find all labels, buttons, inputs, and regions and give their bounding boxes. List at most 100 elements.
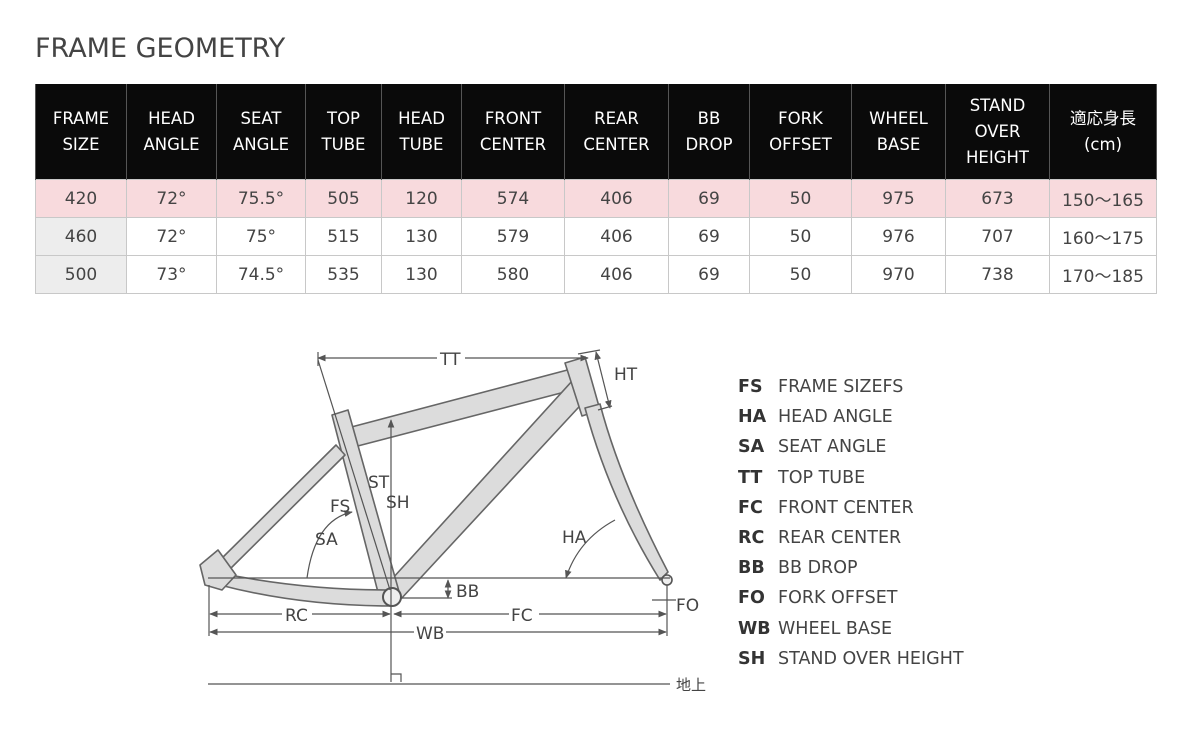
- table-cell: 406: [564, 179, 669, 218]
- table-row: 420 72° 75.5° 505 120 574 406 69 50 975 …: [35, 179, 1157, 218]
- legend-abbr: BB: [738, 558, 765, 579]
- table-cell: 69: [668, 217, 750, 256]
- table-cell: 535: [305, 255, 382, 294]
- label-wb: WB: [416, 624, 444, 644]
- legend-abbr: RC: [738, 527, 765, 548]
- header-fork-offset: FORK OFFSET: [749, 84, 852, 180]
- table-cell: 170〜185: [1049, 255, 1157, 294]
- legend-abbr: FO: [738, 588, 765, 609]
- table-cell: 574: [461, 179, 565, 218]
- header-wheel-base: WHEEL BASE: [851, 84, 946, 180]
- legend-item: SA SEAT ANGLE: [738, 432, 964, 462]
- header-stand-over-height: STAND OVER HEIGHT: [945, 84, 1050, 180]
- label-ht: HT: [614, 365, 638, 385]
- geometry-table: FRAME SIZE HEAD ANGLE SEAT ANGLE TOP TUB…: [35, 84, 1157, 294]
- table-cell: 160〜175: [1049, 217, 1157, 256]
- label-tt: TT: [439, 350, 461, 370]
- table-cell: 580: [461, 255, 565, 294]
- header-rider-height: 適応身長 (cm): [1049, 84, 1157, 180]
- legend-text: HEAD ANGLE: [778, 407, 893, 428]
- legend-text: STAND OVER HEIGHT: [778, 648, 964, 669]
- table-cell: 50: [749, 217, 852, 256]
- front-axle-shape: [661, 574, 673, 586]
- rear-dropout-shape: [199, 549, 237, 591]
- table-cell: 500: [35, 255, 127, 294]
- label-bb: BB: [456, 582, 479, 602]
- legend-abbr: SA: [738, 437, 765, 458]
- legend-item: RC REAR CENTER: [738, 523, 964, 553]
- table-cell: 150〜165: [1049, 179, 1157, 218]
- header-head-angle: HEAD ANGLE: [126, 84, 217, 180]
- legend-item: WB WHEEL BASE: [738, 614, 964, 644]
- table-cell: 130: [381, 255, 462, 294]
- legend-text: WHEEL BASE: [778, 618, 893, 639]
- table-cell: 505: [305, 179, 382, 218]
- table-row: 500 73° 74.5° 535 130 580 406 69 50 970 …: [35, 255, 1157, 294]
- legend-abbr: TT: [738, 467, 763, 488]
- legend-item: FC FRONT CENTER: [738, 493, 964, 523]
- header-front-center: FRONT CENTER: [461, 84, 565, 180]
- bottom-bracket-shape: [382, 587, 402, 607]
- label-fs: FS: [330, 497, 350, 517]
- header-head-tube: HEAD TUBE: [381, 84, 462, 180]
- label-st: ST: [368, 473, 390, 493]
- header-bb-drop: BB DROP: [668, 84, 750, 180]
- table-cell: 579: [461, 217, 565, 256]
- table-cell: 73°: [126, 255, 217, 294]
- table-row: 460 72° 75° 515 130 579 406 69 50 976 70…: [35, 217, 1157, 256]
- header-rear-center: REAR CENTER: [564, 84, 669, 180]
- table-cell: 74.5°: [216, 255, 306, 294]
- header-top-tube: TOP TUBE: [305, 84, 382, 180]
- legend-text: FORK OFFSET: [778, 588, 898, 609]
- table-cell: 975: [851, 179, 946, 218]
- table-cell: 50: [749, 255, 852, 294]
- seat-stay-shape: [211, 444, 346, 578]
- table-cell: 69: [668, 255, 750, 294]
- table-cell: 515: [305, 217, 382, 256]
- label-fo: FO: [676, 596, 699, 616]
- legend-abbr: WB: [738, 618, 771, 639]
- legend-text: FRONT CENTER: [778, 497, 914, 518]
- table-cell: 72°: [126, 179, 217, 218]
- table-cell: 72°: [126, 217, 217, 256]
- table-cell: 406: [564, 217, 669, 256]
- table-cell: 420: [35, 179, 127, 218]
- table-header-row: FRAME SIZE HEAD ANGLE SEAT ANGLE TOP TUB…: [35, 84, 1157, 180]
- legend-item: FO FORK OFFSET: [738, 583, 964, 613]
- legend-item: FS FRAME SIZEFS: [738, 372, 964, 402]
- table-cell: 69: [668, 179, 750, 218]
- label-sa: SA: [315, 530, 338, 550]
- label-rc: RC: [285, 606, 308, 626]
- label-fc: FC: [511, 606, 533, 626]
- label-ground: 地上: [676, 676, 706, 694]
- legend-text: SEAT ANGLE: [778, 437, 887, 458]
- fork-shape: [584, 403, 669, 581]
- table-cell: 406: [564, 255, 669, 294]
- legend-text: REAR CENTER: [778, 527, 902, 548]
- legend-item: SH STAND OVER HEIGHT: [738, 644, 964, 674]
- legend-abbr: FS: [738, 377, 763, 397]
- table-cell: 673: [945, 179, 1050, 218]
- table-cell: 970: [851, 255, 946, 294]
- table-cell: 976: [851, 217, 946, 256]
- header-seat-angle: SEAT ANGLE: [216, 84, 306, 180]
- table-cell: 75°: [216, 217, 306, 256]
- header-frame-size: FRAME SIZE: [35, 84, 127, 180]
- legend-text: FRAME SIZEFS: [778, 377, 904, 397]
- table-cell: 50: [749, 179, 852, 218]
- legend: FS FRAME SIZEFS HA HEAD ANGLE SA SEAT ANGLE…: [738, 372, 964, 674]
- legend-abbr: SH: [738, 648, 766, 669]
- legend-item: TT TOP TUBE: [738, 463, 964, 493]
- table-cell: 707: [945, 217, 1050, 256]
- table-cell: 130: [381, 217, 462, 256]
- table-cell: 120: [381, 179, 462, 218]
- frame-geometry-diagram: TT HT ST SH FS SA HA BB RC WB FC FO 地上: [199, 348, 706, 694]
- legend-abbr: HA: [738, 407, 767, 428]
- table-cell: 738: [945, 255, 1050, 294]
- label-ha: HA: [562, 528, 587, 548]
- legend-text: TOP TUBE: [778, 467, 866, 488]
- table-cell: 460: [35, 217, 127, 256]
- label-sh: SH: [386, 493, 410, 513]
- legend-abbr: FC: [738, 497, 763, 518]
